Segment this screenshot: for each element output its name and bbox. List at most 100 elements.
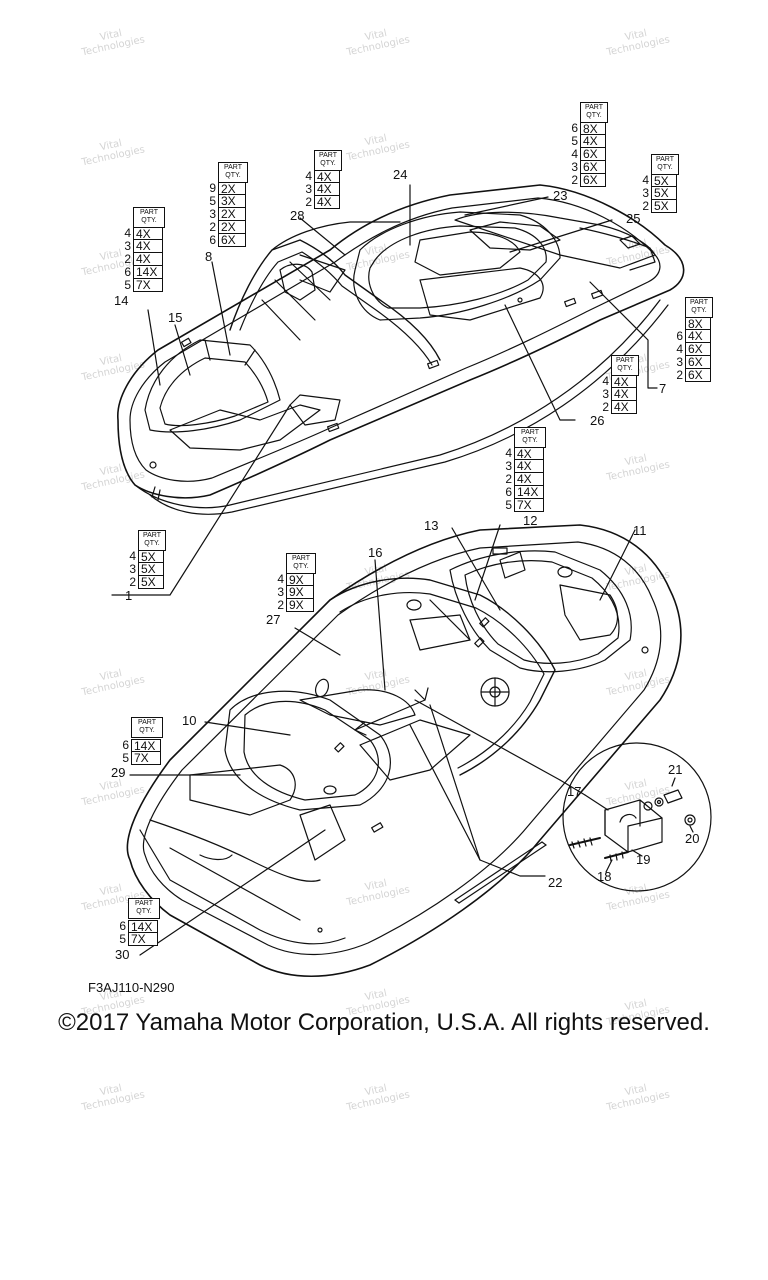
qty-value: 7X xyxy=(128,933,158,946)
qty-value: 2X xyxy=(218,208,246,221)
callout-12: 12 xyxy=(523,513,538,528)
qty-key: 4 xyxy=(571,147,578,161)
qty-value: 9X xyxy=(286,599,314,612)
qty-key: 6 xyxy=(571,121,578,135)
lower-boat-drawing xyxy=(126,524,682,977)
qty-key: 6 xyxy=(209,233,216,247)
qty-value: 9X xyxy=(286,586,314,599)
qty-value: 5X xyxy=(138,576,164,589)
callout-29: 29 xyxy=(111,765,126,780)
qty-value: 4X xyxy=(685,330,711,343)
callout-14: 14 xyxy=(114,293,129,308)
qty-value: 5X xyxy=(651,200,677,213)
callout-15: 15 xyxy=(168,310,183,325)
callout-10: 10 xyxy=(182,713,197,728)
qty-table-header: PART QTY. xyxy=(611,355,639,376)
qty-key: 3 xyxy=(305,182,312,196)
qty-table-header: PART QTY. xyxy=(651,154,679,175)
qty-table-header: PART QTY. xyxy=(218,162,248,183)
qty-table-header: PART QTY. xyxy=(131,717,163,738)
qty-key: 6 xyxy=(676,329,683,343)
qty-value: 4X xyxy=(133,227,163,241)
qty-key: 3 xyxy=(124,239,131,253)
callout-18: 18 xyxy=(597,869,612,884)
qty-key: 5 xyxy=(122,751,129,765)
qty-key: 2 xyxy=(209,220,216,234)
qty-key: 6 xyxy=(124,265,131,279)
callout-21: 21 xyxy=(668,762,683,777)
qty-value: 5X xyxy=(138,563,164,576)
qty-value: 6X xyxy=(580,161,606,174)
callout-7: 7 xyxy=(659,381,667,396)
qty-key: 4 xyxy=(642,173,649,187)
callout-16: 16 xyxy=(368,545,383,560)
qty-value: 14X xyxy=(133,266,163,279)
qty-key: 2 xyxy=(305,195,312,209)
callout-30: 30 xyxy=(115,947,130,962)
qty-key: 4 xyxy=(602,374,609,388)
qty-key: 2 xyxy=(129,575,136,589)
qty-key: 9 xyxy=(209,181,216,195)
callout-8: 8 xyxy=(205,249,213,264)
callout-25: 25 xyxy=(626,211,641,226)
qty-key: 5 xyxy=(505,498,512,512)
qty-value: 14X xyxy=(128,920,158,934)
qty-key: 3 xyxy=(642,186,649,200)
qty-key: 2 xyxy=(124,252,131,266)
bracket-detail-circle xyxy=(562,742,712,892)
callout-24: 24 xyxy=(393,167,408,182)
qty-key: 5 xyxy=(119,932,126,946)
rod-part-22 xyxy=(454,841,547,904)
qty-key: 2 xyxy=(571,173,578,187)
qty-key: 2 xyxy=(676,368,683,382)
qty-value: 6X xyxy=(580,174,606,187)
qty-value: 3X xyxy=(218,195,246,208)
upper-boat-drawing xyxy=(111,184,685,596)
qty-value: 4X xyxy=(580,135,606,148)
qty-key: 3 xyxy=(571,160,578,174)
qty-value: 7X xyxy=(514,499,544,512)
qty-key: 4 xyxy=(124,226,131,240)
qty-key: 2 xyxy=(505,472,512,486)
qty-key: 3 xyxy=(277,585,284,599)
qty-key: 2 xyxy=(277,598,284,612)
qty-value: 4X xyxy=(514,473,544,486)
qty-value: 4X xyxy=(314,183,340,196)
qty-key: 3 xyxy=(505,459,512,473)
copyright-notice: ©2017 Yamaha Motor Corporation, U.S.A. A… xyxy=(58,1009,710,1036)
callout-11: 11 xyxy=(633,523,647,538)
qty-key: 4 xyxy=(676,342,683,356)
qty-key: 5 xyxy=(571,134,578,148)
qty-value: 4X xyxy=(514,447,544,461)
qty-key: 2 xyxy=(642,199,649,213)
diagram-code: F3AJ110-N290 xyxy=(88,980,175,995)
qty-value: 6X xyxy=(580,148,606,161)
callout-28: 28 xyxy=(290,208,305,223)
callout-17: 17 xyxy=(567,784,582,799)
qty-value: 4X xyxy=(314,170,340,184)
qty-key: 6 xyxy=(505,485,512,499)
qty-value: 14X xyxy=(131,739,161,753)
qty-key: 4 xyxy=(305,169,312,183)
qty-value: 4X xyxy=(611,388,637,401)
qty-value: 4X xyxy=(314,196,340,209)
qty-value: 4X xyxy=(133,253,163,266)
qty-key: 3 xyxy=(602,387,609,401)
qty-value: 8X xyxy=(580,122,606,136)
qty-table-header: PART QTY. xyxy=(138,530,166,551)
qty-value: 6X xyxy=(685,343,711,356)
qty-value: 8X xyxy=(685,317,711,331)
callout-23: 23 xyxy=(553,188,568,203)
qty-table-header: PART QTY. xyxy=(685,297,713,318)
callout-27: 27 xyxy=(266,612,281,627)
qty-value: 6X xyxy=(685,369,711,382)
qty-table-header: PART QTY. xyxy=(286,553,316,574)
callout-1: 1 xyxy=(125,588,133,603)
callout-19: 19 xyxy=(636,852,651,867)
qty-table-header: PART QTY. xyxy=(514,427,546,448)
qty-key: 3 xyxy=(209,207,216,221)
callout-26: 26 xyxy=(590,413,605,428)
qty-key: 2 xyxy=(602,400,609,414)
